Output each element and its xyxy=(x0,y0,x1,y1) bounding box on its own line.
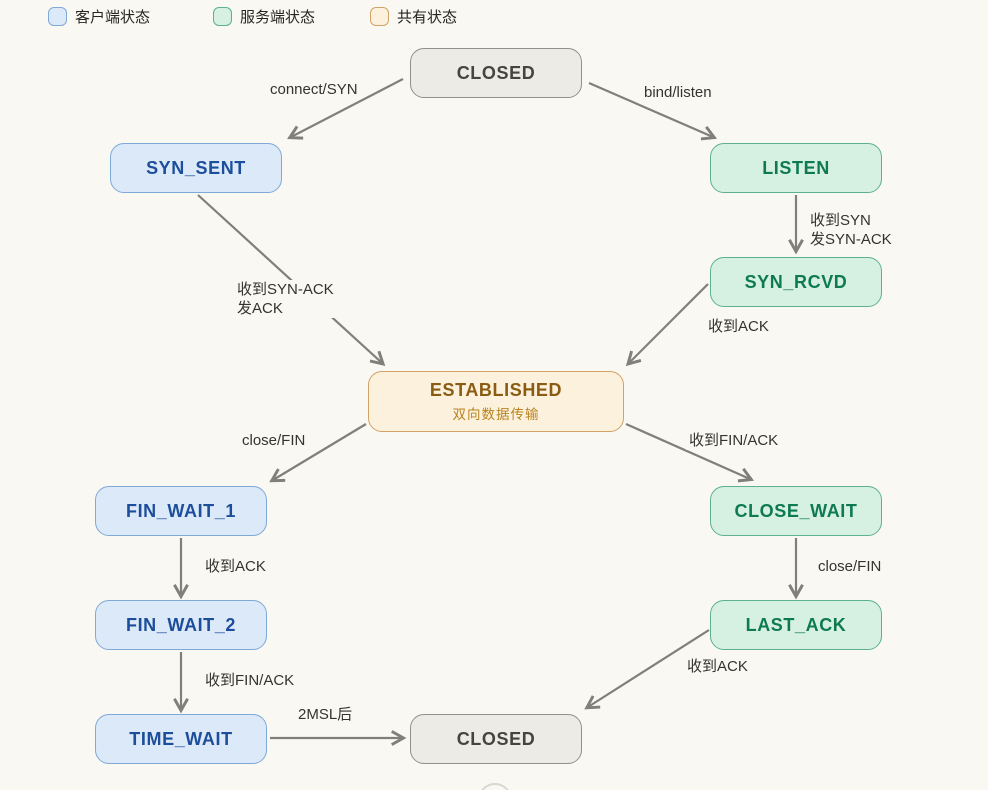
server-state-swatch-icon xyxy=(213,7,232,26)
legend-label-shared: 共有状态 xyxy=(397,9,458,26)
state-time-wait: TIME_WAIT xyxy=(95,714,267,764)
shared-state-swatch-icon xyxy=(370,7,389,26)
state-last-ack: LAST_ACK xyxy=(710,600,882,650)
legend-label-client: 客户端状态 xyxy=(75,9,151,26)
legend-item-server: 服务端状态 xyxy=(213,6,315,27)
state-listen: LISTEN xyxy=(710,143,882,193)
edge-label-recv-ack-synrcvd: 收到ACK xyxy=(708,318,769,335)
legend-item-shared: 共有状态 xyxy=(370,6,457,27)
edge-label-recv-syn-send-synack: 收到SYN 发SYN-ACK xyxy=(810,212,892,248)
edge-label-recv-synack-send-ack: 收到SYN-ACK 发ACK xyxy=(234,280,337,318)
state-syn-sent: SYN_SENT xyxy=(110,143,282,193)
edge-label-recv-ack-lastack: 收到ACK xyxy=(687,658,748,675)
legend-item-client: 客户端状态 xyxy=(48,6,150,27)
edge-label-connect-syn: connect/SYN xyxy=(267,80,361,99)
bottom-partial-circle xyxy=(478,783,512,790)
edge-label-bind-listen: bind/listen xyxy=(641,83,715,102)
state-closed-bottom: CLOSED xyxy=(410,714,582,764)
edge-label-recv-ack-finwait: 收到ACK xyxy=(205,558,266,575)
edge-label-close-fin-left: close/FIN xyxy=(239,431,309,450)
state-fin-wait-2: FIN_WAIT_2 xyxy=(95,600,267,650)
edge-label-recv-fin-ack-left: 收到FIN/ACK xyxy=(205,672,295,689)
state-close-wait: CLOSE_WAIT xyxy=(710,486,882,536)
state-established: ESTABLISHED 双向数据传输 xyxy=(368,371,624,432)
edge-label-2msl: 2MSL后 xyxy=(298,706,353,723)
legend-label-server: 服务端状态 xyxy=(240,9,316,26)
state-syn-rcvd: SYN_RCVD xyxy=(710,257,882,307)
edge-label-close-fin-right: close/FIN xyxy=(818,558,882,575)
established-sublabel: 双向数据传输 xyxy=(452,407,540,422)
edge-label-recv-fin-ack-right: 收到FIN/ACK xyxy=(686,431,782,450)
state-fin-wait-1: FIN_WAIT_1 xyxy=(95,486,267,536)
state-closed-top: CLOSED xyxy=(410,48,582,98)
client-state-swatch-icon xyxy=(48,7,67,26)
